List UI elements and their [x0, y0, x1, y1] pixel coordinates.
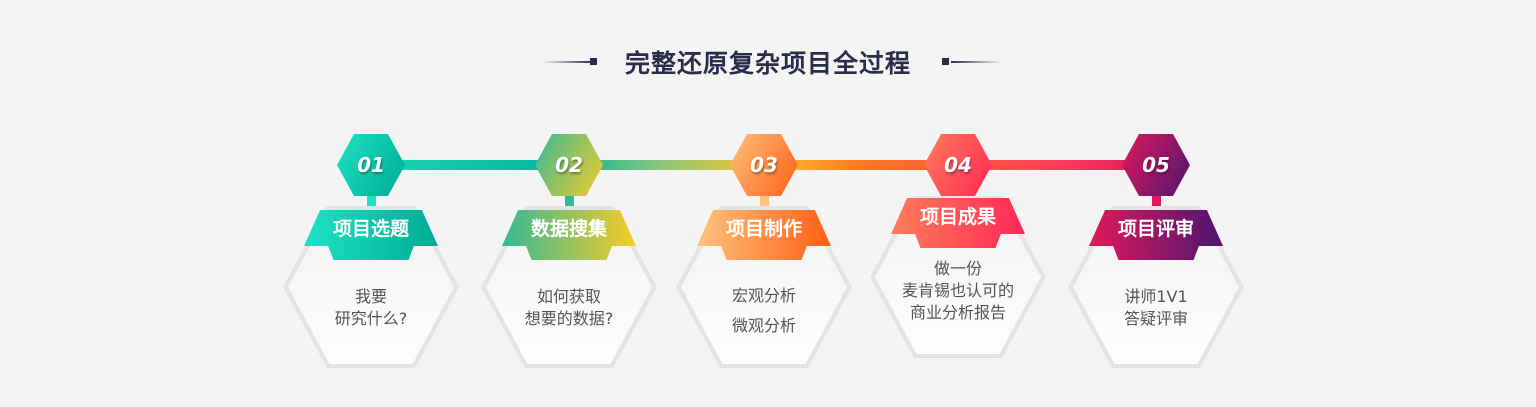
description-line: 做一份 [933, 259, 982, 278]
description-line: 微观分析 [731, 316, 796, 335]
step-description: 宏观分析微观分析 [694, 281, 834, 341]
step-label: 项目评审 [1117, 218, 1194, 240]
step-stem [565, 190, 574, 214]
step-description: 讲师1V1 答疑评审 [1086, 286, 1226, 330]
step-label: 数据搜集 [530, 218, 607, 240]
step-01: 01 项目选题 我要研究什么? [281, 0, 461, 407]
number-hexagon [1122, 134, 1190, 196]
title-deco-left [543, 61, 593, 63]
step-number: 02 [555, 153, 583, 177]
description-line: 讲师1V1 [1124, 287, 1188, 306]
step-stem [760, 190, 769, 214]
number-hexagon [337, 134, 405, 196]
description-line: 商业分析报告 [909, 303, 1006, 322]
title-square-right [942, 58, 949, 65]
step-stem [1152, 190, 1161, 214]
step-stem [367, 190, 376, 214]
step-number: 03 [750, 153, 778, 177]
title-square-left [590, 58, 597, 65]
description-line: 想要的数据? [524, 309, 614, 328]
step-number: 05 [1142, 153, 1170, 177]
step-04: 04 项目成果 做一份麦肯锡也认可的商业分析报告 [868, 0, 1048, 407]
title-deco-right [951, 61, 1001, 63]
step-05: 05 项目评审 讲师1V1 答疑评审 [1066, 0, 1246, 407]
step-03: 03 项目制作 宏观分析微观分析 [674, 0, 854, 407]
step-number: 04 [944, 153, 972, 177]
description-line: 答疑评审 [1123, 309, 1188, 328]
step-description: 做一份麦肯锡也认可的商业分析报告 [888, 258, 1028, 324]
step-label: 项目选题 [332, 218, 409, 240]
page-title: 完整还原复杂项目全过程 [624, 49, 911, 78]
step-label: 项目成果 [919, 206, 996, 228]
description-line: 如何获取 [536, 287, 601, 306]
step-number: 01 [357, 153, 385, 177]
description-line: 麦肯锡也认可的 [901, 281, 1014, 300]
description-line: 我要 [354, 287, 387, 306]
description-line: 宏观分析 [731, 286, 796, 305]
step-description: 如何获取想要的数据? [499, 286, 639, 330]
step-02: 02 数据搜集 如何获取想要的数据? [479, 0, 659, 407]
description-line: 研究什么? [334, 309, 408, 328]
step-description: 我要研究什么? [301, 286, 441, 330]
step-label: 项目制作 [725, 218, 802, 240]
